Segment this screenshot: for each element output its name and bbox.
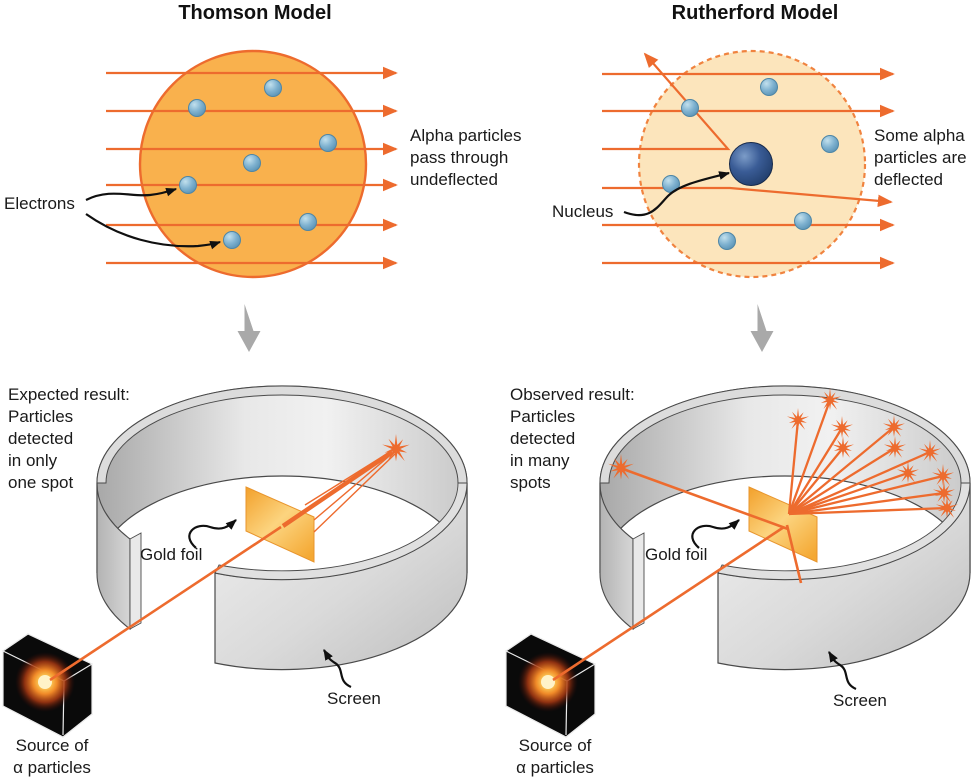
thomson-note: Alpha particles pass through undeflected: [410, 126, 522, 189]
nucleus-sphere: [729, 142, 773, 186]
screen-pointer-arrow-left: [323, 649, 352, 689]
thomson-title: Thomson Model: [178, 2, 332, 24]
observed-result-note: Observed result: Particles detected in m…: [510, 385, 635, 492]
detected-spots: [382, 388, 958, 518]
gold-foil-pointer-arrow-right: [691, 519, 740, 549]
source-label-left: Source of α particles: [13, 736, 91, 777]
screen-label-right: Screen: [833, 691, 887, 710]
screen-pointer-arrow-right: [828, 651, 857, 691]
rutherford-title: Rutherford Model: [671, 2, 839, 24]
nucleus-pointer-arrow: [623, 171, 731, 217]
electrons-pointer-arrow-2: [85, 213, 222, 250]
expected-rays: [49, 449, 396, 682]
electrons-pointer-arrow-1: [85, 187, 178, 201]
nucleus-label: Nucleus: [552, 202, 614, 221]
alpha-source-left: [2, 633, 93, 738]
gold-foil-pointer-arrow-left: [188, 519, 237, 549]
thomson-electrons: [179, 79, 337, 249]
thomson-alpha-arrows: [106, 66, 398, 270]
electrons-label: Electrons: [4, 194, 75, 213]
down-arrow-left-icon: [237, 304, 261, 352]
gold-foil-left: [245, 486, 315, 563]
observed-rays: [552, 399, 948, 682]
rutherford-note: Some alpha particles are deflected: [874, 126, 967, 189]
alpha-source-right: [505, 633, 596, 738]
gold-foil-label-left: Gold foil: [140, 545, 203, 564]
expected-result-note: Expected result: Particles detected in o…: [8, 385, 130, 492]
screen-label-left: Screen: [327, 689, 381, 708]
rutherford-alpha-arrows: [602, 52, 895, 270]
down-arrow-right-icon: [750, 304, 774, 352]
gold-foil-label-right: Gold foil: [645, 545, 708, 564]
source-label-right: Source of α particles: [516, 736, 594, 777]
pointer-arrows: [85, 171, 857, 691]
